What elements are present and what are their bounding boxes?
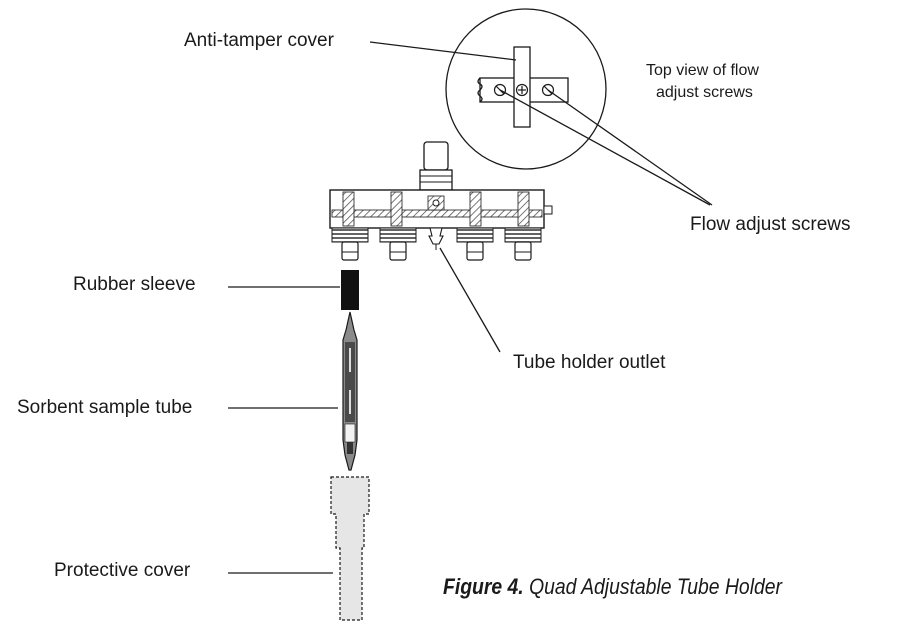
tube-holder-outlet [428,227,444,250]
rubber-sleeve [341,270,359,310]
label-anti-tamper-cover: Anti-tamper cover [184,30,334,51]
figure-title: Quad Adjustable Tube Holder [529,574,782,599]
label-protective-cover: Protective cover [54,560,191,581]
figure-number: Figure 4. [443,574,524,599]
label-flow-adjust-screws: Flow adjust screws [690,214,851,235]
center-screw-icon [515,83,529,97]
tube-holder-manifold [329,141,553,261]
sorbent-sample-tube [342,311,358,471]
top-view-inset [445,8,607,170]
label-top-view-line2: adjust screws [656,84,753,101]
label-rubber-sleeve: Rubber sleeve [73,274,196,295]
protective-cover [330,476,370,621]
label-top-view: Top view of flow adjust screws [646,60,759,104]
label-sorbent-sample-tube: Sorbent sample tube [17,397,193,418]
leader-lines [228,41,713,574]
label-top-view-line1: Top view of flow [646,62,759,79]
figure-caption: Figure 4. Quad Adjustable Tube Holder [443,574,782,600]
label-tube-holder-outlet: Tube holder outlet [513,352,666,373]
